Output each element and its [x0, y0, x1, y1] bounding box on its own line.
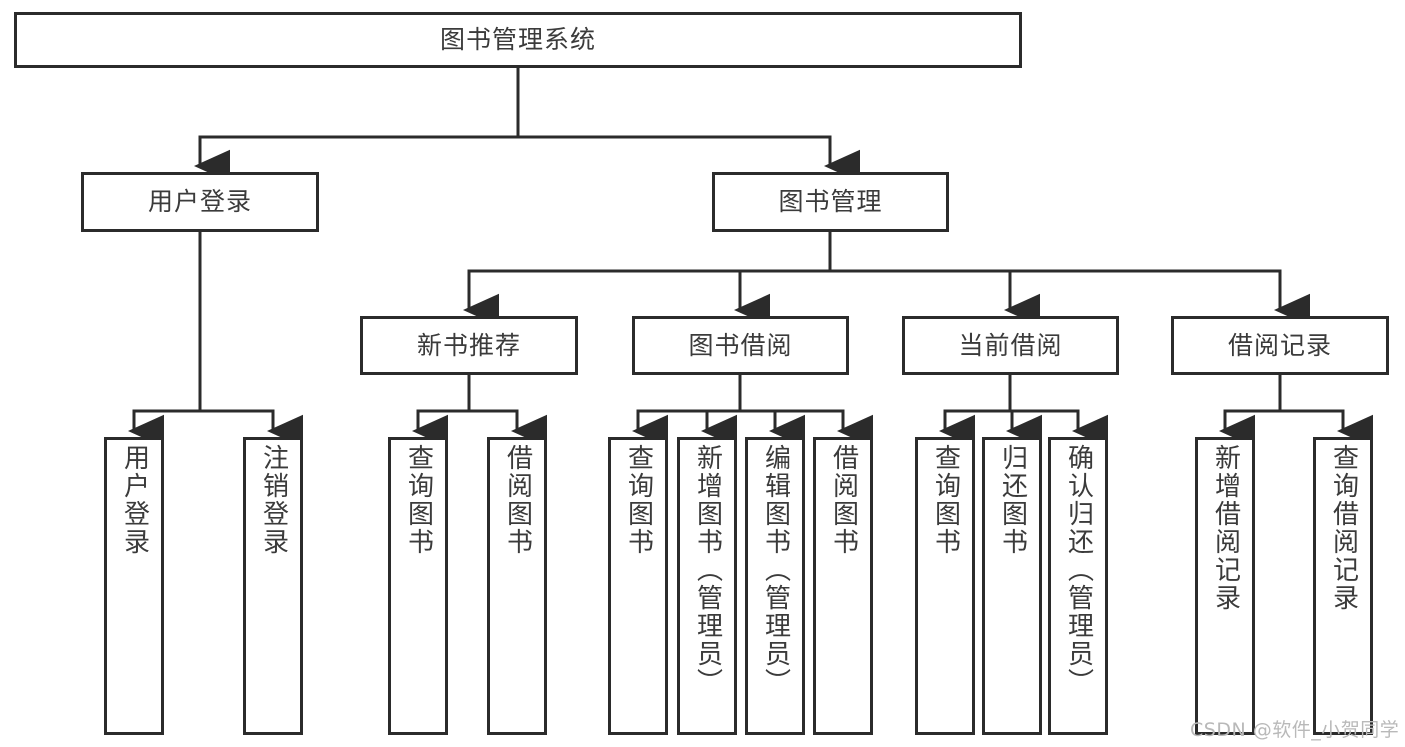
node-new-book-recommend[interactable]: 新书推荐 [360, 316, 578, 375]
leaf-query-borrow-record-label: 查询借阅记录 [1328, 444, 1359, 612]
node-current-borrow-label: 当前借阅 [958, 330, 1063, 360]
leaf-user-logout-label: 注销登录 [258, 444, 289, 556]
leaf-query-book-current-label: 查询图书 [930, 444, 961, 556]
leaf-return-book[interactable]: 归还图书 [982, 437, 1042, 735]
leaf-user-login-label: 用户登录 [119, 444, 150, 556]
leaf-borrow-book-recommend[interactable]: 借阅图书 [487, 437, 547, 735]
leaf-add-book-admin[interactable]: 新增图书（管理员） [677, 437, 737, 735]
leaf-add-borrow-record[interactable]: 新增借阅记录 [1195, 437, 1255, 735]
leaf-edit-book-admin[interactable]: 编辑图书（管理员） [745, 437, 805, 735]
leaf-add-book-admin-label: 新增图书（管理员） [692, 444, 723, 696]
leaf-user-login[interactable]: 用户登录 [104, 437, 164, 735]
node-borrow-record[interactable]: 借阅记录 [1171, 316, 1389, 375]
node-new-book-recommend-label: 新书推荐 [416, 330, 521, 360]
leaf-query-book-recommend[interactable]: 查询图书 [388, 437, 448, 735]
leaf-edit-book-admin-label: 编辑图书（管理员） [760, 444, 791, 696]
leaf-user-logout[interactable]: 注销登录 [243, 437, 303, 735]
leaf-query-book-borrow[interactable]: 查询图书 [608, 437, 668, 735]
node-user-login-label: 用户登录 [147, 187, 252, 217]
node-book-borrow-label: 图书借阅 [688, 330, 793, 360]
leaf-query-book-recommend-label: 查询图书 [403, 444, 434, 556]
node-book-management-label: 图书管理 [778, 187, 883, 217]
node-book-borrow[interactable]: 图书借阅 [632, 316, 849, 375]
node-root[interactable]: 图书管理系统 [14, 12, 1022, 68]
leaf-query-book-current[interactable]: 查询图书 [915, 437, 975, 735]
node-root-label: 图书管理系统 [439, 25, 596, 55]
leaf-borrow-book-borrow[interactable]: 借阅图书 [813, 437, 873, 735]
leaf-borrow-book-borrow-label: 借阅图书 [828, 444, 859, 556]
leaf-confirm-return-admin-label: 确认归还（管理员） [1063, 444, 1094, 696]
leaf-return-book-label: 归还图书 [997, 444, 1028, 556]
node-borrow-record-label: 借阅记录 [1227, 330, 1332, 360]
node-current-borrow[interactable]: 当前借阅 [902, 316, 1119, 375]
leaf-query-borrow-record[interactable]: 查询借阅记录 [1313, 437, 1373, 735]
leaf-confirm-return-admin[interactable]: 确认归还（管理员） [1048, 437, 1108, 735]
leaf-add-borrow-record-label: 新增借阅记录 [1210, 444, 1241, 612]
node-user-login[interactable]: 用户登录 [81, 172, 319, 232]
leaf-borrow-book-recommend-label: 借阅图书 [502, 444, 533, 556]
node-book-management[interactable]: 图书管理 [712, 172, 949, 232]
csdn-watermark: CSDN @软件_小贺同学 [1190, 719, 1400, 741]
leaf-query-book-borrow-label: 查询图书 [623, 444, 654, 556]
